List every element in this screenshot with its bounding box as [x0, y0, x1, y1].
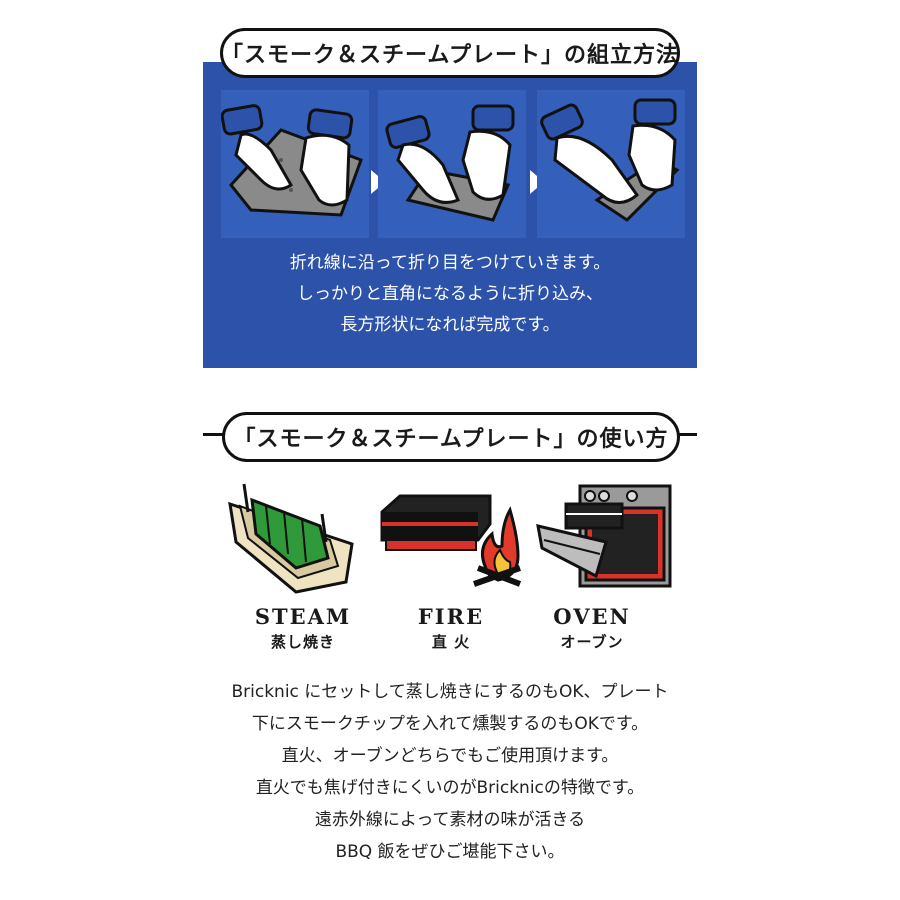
- assembly-description: 折れ線に沿って折り目をつけていきます。 しっかりと直角になるように折り込み、 長…: [203, 248, 697, 341]
- step-2-illustration: [378, 90, 526, 238]
- mode-label-jp: 蒸し焼き: [270, 633, 335, 651]
- mode-label-en: OVEN: [553, 604, 631, 629]
- mode-fire: FIRE 直 火: [396, 604, 506, 652]
- mode-label-jp: 直 火: [431, 633, 471, 651]
- usage-heading: 「スモーク＆スチームプレート」の使い方: [222, 412, 680, 462]
- mode-steam: STEAM 蒸し焼き: [248, 604, 358, 652]
- assembly-line: 折れ線に沿って折り目をつけていきます。: [289, 253, 611, 273]
- gloves-folding-plate-icon: [540, 98, 680, 222]
- heading-rule-right: [674, 433, 697, 436]
- usage-line: BBQ 飯をぜひご堪能下さい。: [335, 842, 565, 862]
- gloves-folding-plate-icon: [220, 104, 363, 217]
- mode-label-jp: オーブン: [560, 633, 624, 651]
- usage-line: 遠赤外線によって素材の味が活きる: [314, 810, 586, 830]
- usage-line: 直火、オーブンどちらでもご使用頂けます。: [281, 746, 619, 766]
- mode-label-en: FIRE: [417, 604, 485, 629]
- usage-line: Bricknic にセットして蒸し焼きにするのもOK、プレート: [231, 682, 669, 702]
- fire-campfire-icon: [380, 494, 522, 587]
- gloves-folding-plate-icon: [385, 104, 515, 222]
- step-1-illustration: [220, 90, 369, 238]
- step-3-illustration: [537, 90, 685, 238]
- mode-label-en: STEAM: [254, 604, 352, 629]
- mode-oven: OVEN オーブン: [537, 604, 647, 652]
- usage-description: Bricknic にセットして蒸し焼きにするのもOK、プレート 下にスモークチッ…: [180, 676, 720, 868]
- heading-rule-left: [203, 433, 225, 436]
- steam-brick-tray-icon: [228, 483, 354, 594]
- usage-line: 下にスモークチップを入れて燻製するのもOKです。: [251, 714, 649, 734]
- assembly-line: 長方形状になれば完成です。: [340, 315, 560, 335]
- assembly-heading: 「スモーク＆スチームプレート」の組立方法: [220, 28, 680, 78]
- usage-line: 直火でも焦げ付きにくいのがBricknicの特徴です。: [255, 778, 645, 798]
- assembly-panel: 折れ線に沿って折り目をつけていきます。 しっかりと直角になるように折り込み、 長…: [203, 62, 697, 368]
- oven-icon: [536, 484, 672, 588]
- assembly-line: しっかりと直角になるように折り込み、: [297, 284, 603, 304]
